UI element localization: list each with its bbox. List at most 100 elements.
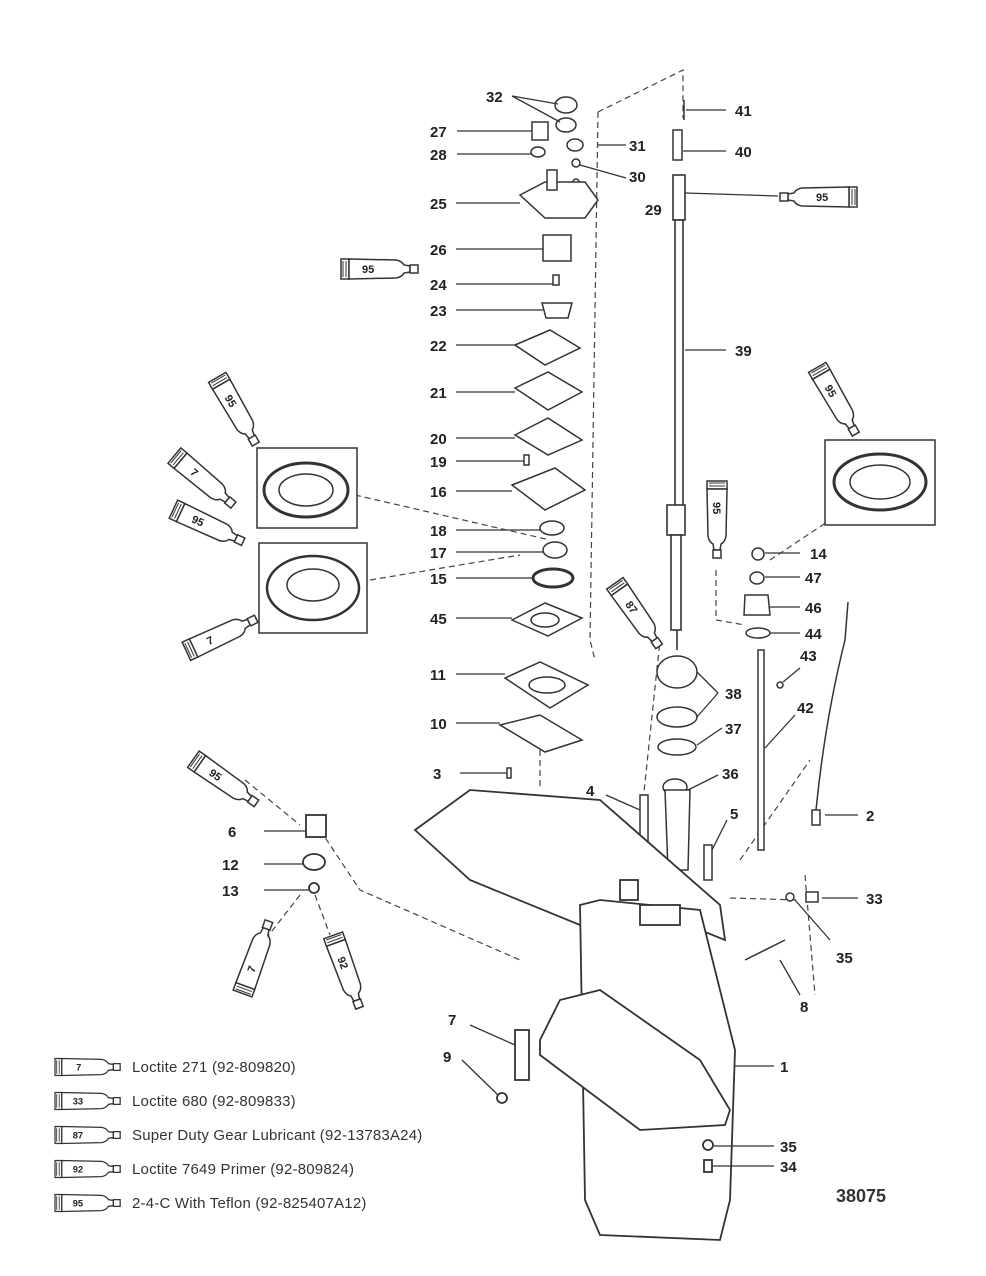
bearing-boxes (256, 439, 936, 634)
callout-45: 46 (805, 600, 822, 617)
tube-95-left-26: 95 (340, 258, 419, 280)
tube-icon: 95 (52, 1192, 124, 1214)
callout-10: 10 (430, 716, 447, 733)
tube-icon: 7 (52, 1056, 124, 1078)
drive-shaft (666, 174, 686, 650)
legend-row: 7 Loctite 271 (92-809820) (52, 1050, 572, 1084)
callout-38: 38 (725, 686, 742, 703)
legend-text: Super Duty Gear Lubricant (92-13783A24) (132, 1126, 423, 1144)
callout-25: 25 (430, 196, 447, 213)
tube-95-upper-left: 95 (207, 371, 266, 450)
callout-32: 32 (486, 89, 503, 106)
callout-11: 11 (430, 667, 446, 684)
legend-text: Loctite 680 (92-809833) (132, 1092, 296, 1110)
callout-36: 36 (722, 766, 739, 783)
callout-39: 39 (735, 343, 752, 360)
legend-text: Loctite 271 (92-809820) (132, 1058, 296, 1076)
tube-92: 92 (322, 931, 370, 1012)
callout-34: 34 (780, 1159, 797, 1176)
legend-row: 87 Super Duty Gear Lubricant (92-13783A2… (52, 1118, 572, 1152)
svg-text:92: 92 (73, 1164, 83, 1174)
svg-text:95: 95 (822, 383, 839, 400)
tube-icon: 87 (52, 1124, 124, 1146)
callout-40: 40 (735, 144, 752, 161)
svg-text:95: 95 (73, 1198, 83, 1208)
callout-17: 17 (430, 545, 447, 562)
svg-text:95: 95 (207, 767, 224, 784)
callout-46: 47 (805, 570, 822, 587)
callout-1: 1 (780, 1059, 788, 1076)
svg-text:95: 95 (816, 192, 828, 204)
svg-text:7: 7 (205, 635, 216, 648)
tube-7-left-b: 7 (181, 609, 262, 662)
callout-18: 18 (430, 523, 447, 540)
svg-text:87: 87 (73, 1130, 83, 1140)
callout-7: 7 (448, 1012, 456, 1029)
callout-2: 2 (866, 808, 874, 825)
legend-text: Loctite 7649 Primer (92-809824) (132, 1160, 355, 1178)
svg-text:95: 95 (222, 393, 239, 410)
callout-14: 45 (430, 611, 447, 628)
callout-27: 27 (430, 124, 447, 141)
tube-95-right-box: 95 (807, 361, 866, 440)
callout-4: 4 (586, 783, 595, 800)
svg-text:95: 95 (189, 514, 205, 530)
tube-95-left-b: 95 (168, 499, 249, 552)
callout-43: 43 (800, 648, 817, 665)
callout-9: 9 (443, 1049, 451, 1066)
callout-31: 31 (629, 138, 646, 155)
svg-text:95: 95 (710, 502, 722, 514)
svg-text:7: 7 (76, 1062, 81, 1072)
callout-41: 41 (735, 103, 752, 120)
drawing-number: 38075 (836, 1186, 887, 1206)
right-side-parts (506, 100, 849, 961)
callout-33: 33 (866, 891, 883, 908)
tube-icon: 92 (52, 1158, 124, 1180)
callout-35a: 35 (836, 950, 853, 967)
callout-8: 8 (800, 999, 808, 1016)
callout-29: 29 (645, 202, 662, 219)
svg-text:7: 7 (246, 964, 259, 974)
svg-text:92: 92 (334, 955, 349, 971)
callout-labels: 32 41 27 31 40 28 30 25 29 26 24 23 22 3… (222, 89, 883, 1176)
callout-24: 24 (430, 277, 447, 294)
lubricant-legend: 7 Loctite 271 (92-809820) 33 Loctite 680… (52, 1050, 572, 1220)
svg-text:95: 95 (362, 264, 374, 276)
callout-12: 12 (222, 857, 239, 874)
svg-text:33: 33 (73, 1096, 83, 1106)
callout-28: 28 (430, 147, 447, 164)
callout-16: 16 (430, 484, 447, 501)
callout-5: 5 (730, 806, 738, 823)
tube-icon: 33 (52, 1090, 124, 1112)
gear-housing (302, 789, 736, 1241)
callout-22: 22 (430, 338, 447, 355)
callout-3: 3 (433, 766, 441, 783)
callout-19: 19 (430, 454, 447, 471)
legend-row: 33 Loctite 680 (92-809833) (52, 1084, 572, 1118)
tube-87: 87 (605, 576, 669, 653)
callout-13: 13 (222, 883, 239, 900)
callout-21: 21 (430, 385, 447, 402)
lubricant-tubes: 95 95 95 7 95 7 95 95 (167, 186, 866, 1012)
legend-row: 95 2-4-C With Teflon (92-825407A12) (52, 1186, 572, 1220)
callout-47: 14 (810, 546, 827, 563)
callout-30: 30 (629, 169, 646, 186)
callout-15: 15 (430, 571, 447, 588)
callout-20: 20 (430, 431, 447, 448)
callout-42: 42 (797, 700, 814, 717)
callout-23: 23 (430, 303, 447, 320)
callout-44: 44 (805, 626, 822, 643)
callout-35b: 35 (780, 1139, 797, 1156)
leader-lines (264, 95, 858, 1167)
water-pump-parts (498, 96, 599, 753)
tube-95-lower-left: 95 (186, 750, 263, 813)
tube-7-left-a: 7 (167, 447, 241, 514)
tube-95-vertical: 95 (706, 480, 728, 559)
legend-row: 92 Loctite 7649 Primer (92-809824) (52, 1152, 572, 1186)
callout-37: 37 (725, 721, 742, 738)
tube-7-lower-left: 7 (232, 916, 280, 998)
tube-95-top-right: 95 (779, 186, 858, 208)
svg-text:87: 87 (622, 599, 639, 616)
callout-6: 6 (228, 824, 236, 841)
